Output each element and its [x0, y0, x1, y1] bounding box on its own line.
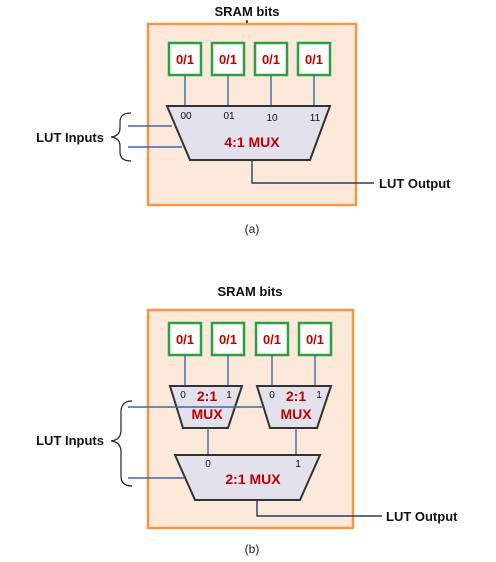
mux-bottom-in-0: 0	[205, 459, 211, 470]
lut-output-label-a: LUT Output	[379, 176, 451, 191]
sram-bits-label-b: SRAM bits	[218, 284, 283, 299]
caption-b: (b)	[245, 542, 260, 556]
mux-a-in-11: 11	[310, 113, 321, 124]
mux-bottom-label: 2:1 MUX	[225, 471, 281, 487]
sram-bit-a-1-label: 0/1	[176, 52, 194, 67]
sram-bit-a-4-label: 0/1	[305, 52, 323, 67]
sram-bit-a-1	[167, 41, 203, 77]
mux-left-in-1: 1	[226, 390, 232, 401]
sram-bit-a-2-label: 0/1	[219, 52, 237, 67]
diagram-b: SRAM bits 0/1 0/1 0/1 0/1 0 1 2:1 MUX 0 …	[36, 284, 458, 556]
sram-bit-b-4	[297, 321, 333, 357]
mux-left-in-0: 0	[180, 390, 186, 401]
sram-bit-b-3-label: 0/1	[263, 332, 281, 347]
lut-inputs-label-b: LUT Inputs	[36, 433, 104, 448]
mux-left-label-2: MUX	[191, 406, 223, 422]
mux-left-label-1: 2:1	[197, 388, 217, 404]
mux-4-1-label: 4:1 MUX	[224, 134, 280, 150]
lut-output-wire-a	[251, 160, 374, 184]
lut-inputs-label-a: LUT Inputs	[36, 130, 104, 145]
mux-right-in-1: 1	[316, 390, 322, 401]
lut-output-label-b: LUT Output	[386, 509, 458, 524]
sram-bit-a-4	[296, 41, 332, 77]
mux-right-label-2: MUX	[280, 406, 312, 422]
sram-bit-b-1-label: 0/1	[176, 332, 194, 347]
sram-bit-b-1	[167, 321, 203, 357]
mux-right-in-0: 0	[269, 390, 275, 401]
sram-bit-a-3-label: 0/1	[262, 52, 280, 67]
mux-right-label-1: 2:1	[286, 388, 306, 404]
mux-a-in-10: 10	[266, 113, 278, 124]
mux-2-1-bottom	[173, 454, 322, 501]
caption-a: (a)	[245, 222, 260, 236]
sram-bit-b-2	[210, 321, 246, 357]
inputs-brace-b	[110, 400, 133, 487]
mux-a-in-00: 00	[180, 111, 192, 122]
inputs-brace-a	[110, 112, 132, 162]
mux-4-1	[165, 105, 332, 161]
mux-2-1-right	[255, 385, 333, 429]
lut-output-wire-b	[256, 500, 382, 517]
mux-bottom-in-1: 1	[295, 459, 301, 470]
sram-bit-b-2-label: 0/1	[219, 332, 237, 347]
diagram-a: SRAM bits 0/1 0/1 0/1 0/1 00 01 10 11 4:…	[36, 4, 451, 236]
sram-bits-label-a: SRAM bits	[215, 4, 280, 19]
sram-bit-b-4-label: 0/1	[306, 332, 324, 347]
mux-a-in-01: 01	[223, 111, 235, 122]
